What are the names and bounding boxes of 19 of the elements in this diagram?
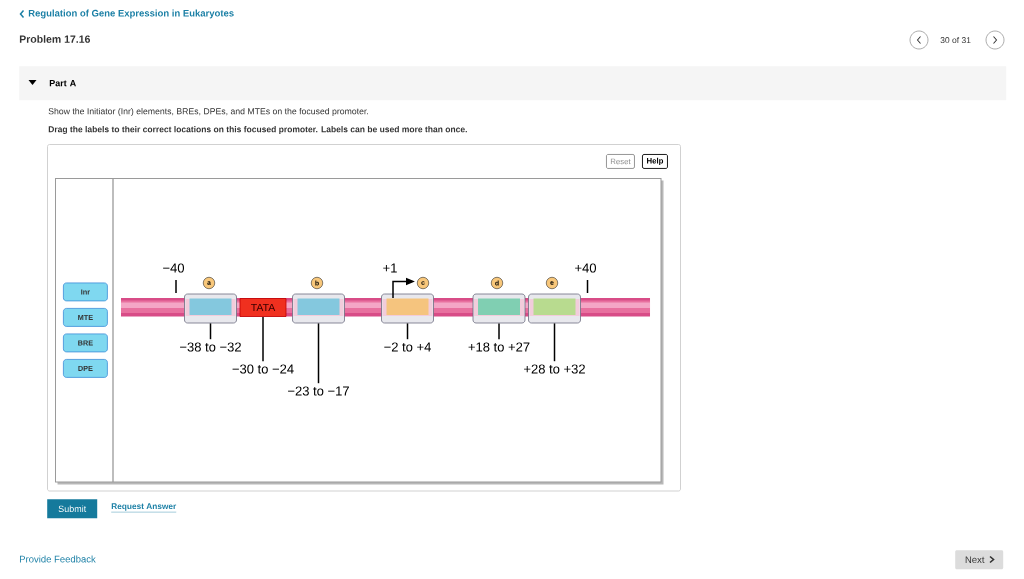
position-label: +40 (575, 263, 597, 273)
breadcrumb-link: Regulation of Gene Expression in Eukaryotes (28, 9, 234, 19)
submit-button: Submit (47, 499, 98, 519)
problem-title: Problem 17.16 (19, 35, 90, 43)
position-range-label: −30 to −24 (232, 364, 294, 374)
element-box: TATA (239, 298, 287, 317)
next-button: Next (955, 550, 1004, 570)
position-label: +1 (383, 263, 397, 273)
instruction-text: Drag the labels to their correct locations on this focused promoter. Labels can be used more than once. (48, 126, 467, 134)
position-range-label: −38 to −32 (180, 342, 241, 352)
position-range-label: −2 to +4 (384, 342, 431, 352)
position-range-label: +18 to +27 (468, 342, 530, 352)
request-answer-link: Request Answer (111, 503, 177, 513)
position-label: −40 (163, 263, 185, 273)
feedback-link: Provide Feedback (20, 555, 96, 563)
section-header-bar: Part A (19, 66, 1007, 101)
position-range-label: +28 to +32 (524, 364, 585, 374)
position-range-label: −23 to −17 (288, 386, 349, 396)
page-counter: 30 of 31 (940, 36, 971, 44)
